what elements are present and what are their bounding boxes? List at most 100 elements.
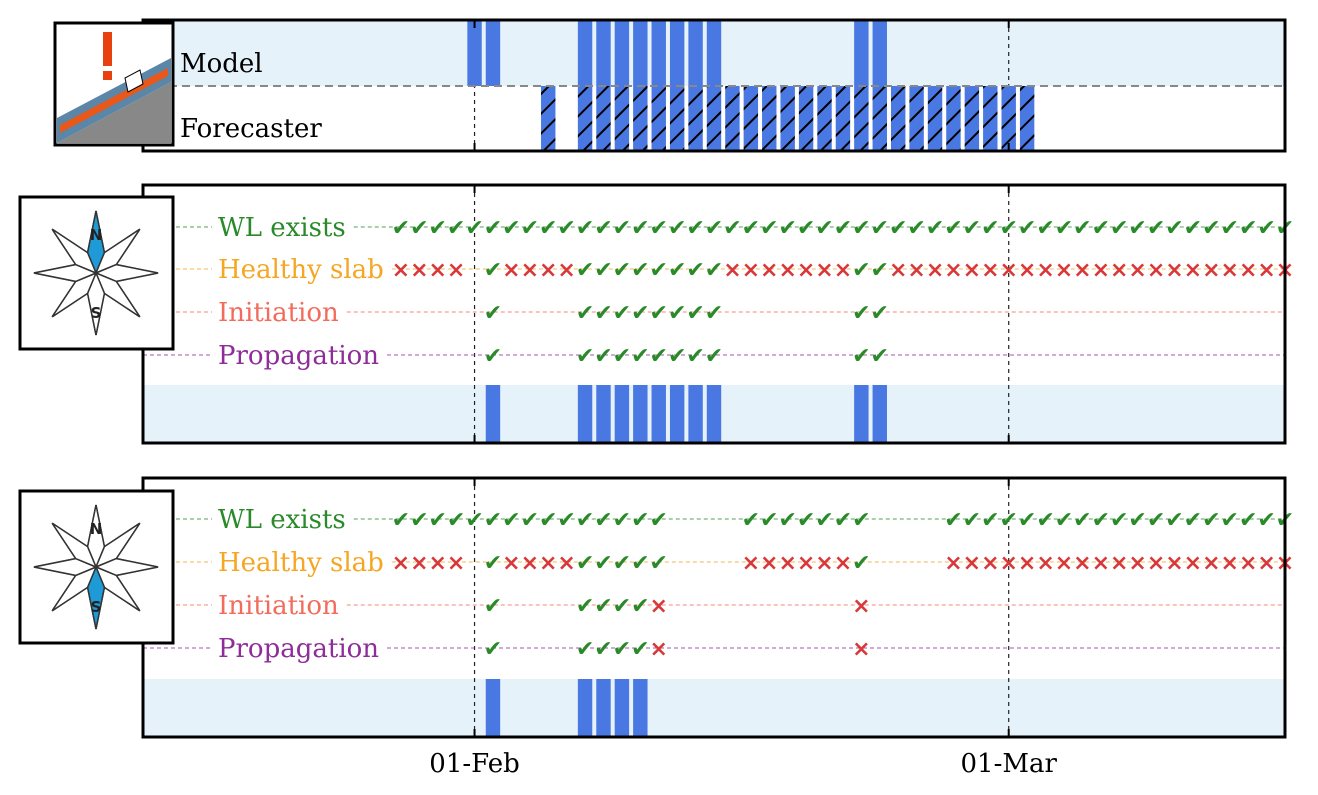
cross-mark: × [907,258,925,283]
forecaster-bar [854,86,869,151]
avalanche-warning-icon [53,21,175,147]
check-mark: ✔ [981,216,999,241]
check-mark: ✔ [686,258,704,283]
svg-text:N: N [90,226,103,244]
cross-mark: × [1221,258,1239,283]
check-mark: ✔ [723,216,741,241]
result-bar [669,385,685,443]
north-aspect-rose-icon: NS [18,195,175,351]
cross-mark: × [999,551,1017,576]
x-tick-label: 01-Mar [960,749,1057,779]
check-mark: ✔ [594,301,612,326]
check-mark: ✔ [742,508,760,533]
south-aspect-rose-icon: NS [18,489,175,645]
check-mark: ✔ [1092,216,1110,241]
check-mark: ✔ [650,344,668,369]
forecaster-bar [762,86,777,151]
check-mark: ✔ [686,301,704,326]
forecaster-bar [651,86,666,151]
cross-mark: × [1092,551,1110,576]
forecaster-label: Forecaster [180,114,322,144]
check-mark: ✔ [484,508,502,533]
check-mark: ✔ [576,637,594,662]
result-bar [596,385,611,443]
forecaster-bar [890,86,906,151]
check-mark: ✔ [834,508,852,533]
cross-mark: × [815,258,833,283]
svg-text:S: S [91,304,102,322]
cross-mark: × [852,637,870,662]
check-mark: ✔ [1018,216,1036,241]
cross-mark: × [852,594,870,619]
cross-mark: × [760,258,778,283]
svg-text:N: N [90,520,103,538]
row-label: WL exists [218,505,346,535]
check-mark: ✔ [576,344,594,369]
forecaster-bar [983,86,998,151]
check-mark: ✔ [981,508,999,533]
check-mark: ✔ [392,508,410,533]
cross-mark: × [521,258,539,283]
cross-mark: × [428,258,446,283]
check-mark: ✔ [613,216,631,241]
svg-text:S: S [91,598,102,616]
check-mark: ✔ [852,508,870,533]
check-mark: ✔ [852,344,870,369]
cross-mark: × [926,258,944,283]
cross-mark: × [797,551,815,576]
cross-mark: × [981,551,999,576]
check-mark: ✔ [613,551,631,576]
check-mark: ✔ [557,216,575,241]
check-mark: ✔ [815,508,833,533]
check-mark: ✔ [1110,216,1128,241]
check-mark: ✔ [484,551,502,576]
cross-mark: × [539,551,557,576]
check-mark: ✔ [631,216,649,241]
model-bar [688,20,703,86]
check-mark: ✔ [1055,216,1073,241]
cross-mark: × [1018,258,1036,283]
cross-mark: × [539,258,557,283]
cross-mark: × [502,258,520,283]
check-mark: ✔ [871,258,889,283]
cross-mark: × [889,258,907,283]
check-mark: ✔ [668,258,686,283]
check-mark: ✔ [484,258,502,283]
forecaster-bar [633,86,648,151]
row-label: Propagation [218,634,379,664]
cross-mark: × [502,551,520,576]
check-mark: ✔ [1257,216,1275,241]
check-mark: ✔ [999,216,1017,241]
check-mark: ✔ [594,344,612,369]
cross-mark: × [797,258,815,283]
cross-mark: × [392,551,410,576]
check-mark: ✔ [576,216,594,241]
result-bar [485,385,501,443]
check-mark: ✔ [594,508,612,533]
cross-mark: × [1073,258,1091,283]
check-mark: ✔ [834,216,852,241]
forecaster-bar [946,86,961,151]
check-mark: ✔ [871,344,889,369]
model-bar [614,20,630,86]
row-label: Propagation [218,341,379,371]
check-mark: ✔ [650,216,668,241]
check-mark: ✔ [521,508,539,533]
cross-mark: × [834,258,852,283]
cross-mark: × [1202,551,1220,576]
cross-mark: × [1257,258,1275,283]
check-mark: ✔ [1018,508,1036,533]
row-label: Healthy slab [218,255,384,285]
check-mark: ✔ [705,258,723,283]
cross-mark: × [1055,258,1073,283]
forecaster-bar [927,86,943,151]
check-mark: ✔ [963,508,981,533]
cross-mark: × [1036,258,1054,283]
check-mark: ✔ [1221,216,1239,241]
result-bar [577,385,593,443]
check-mark: ✔ [1036,508,1054,533]
check-mark: ✔ [963,216,981,241]
forecaster-bar [577,86,593,151]
